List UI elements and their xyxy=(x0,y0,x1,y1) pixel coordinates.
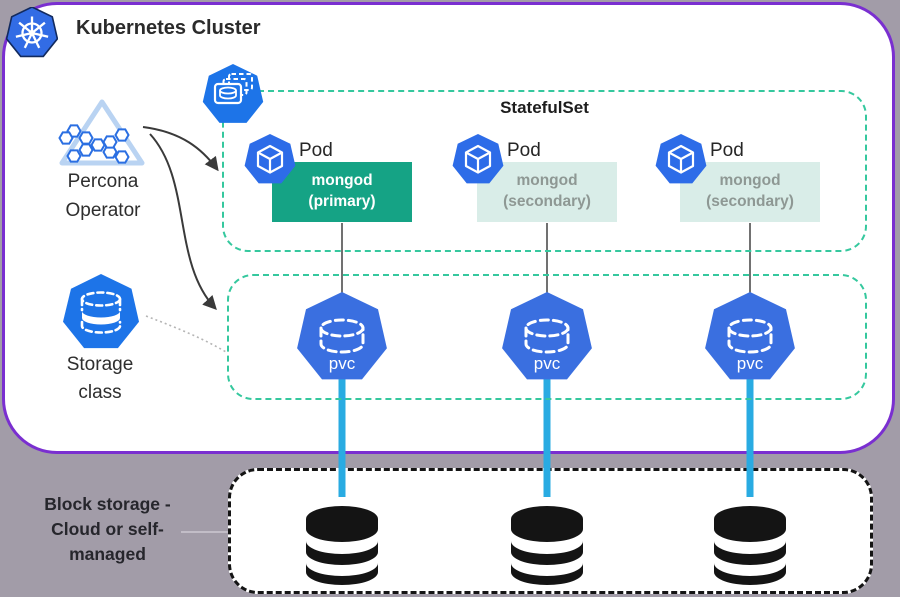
database-icon xyxy=(510,505,584,585)
database-icon xyxy=(305,505,379,585)
mongod-role: (secondary) xyxy=(706,193,794,210)
pod-label: Pod xyxy=(507,140,541,161)
database-icon xyxy=(713,505,787,585)
pvc-icon: pvc xyxy=(704,292,796,384)
svg-text:pvc: pvc xyxy=(534,354,561,373)
mongod-name: mongod xyxy=(311,172,373,190)
percona-operator-icon xyxy=(58,98,146,168)
mongod-name: mongod xyxy=(516,172,578,190)
svg-text:pvc: pvc xyxy=(737,354,764,373)
pod-icon xyxy=(452,134,504,186)
operator-to-pvc-arrow xyxy=(149,133,217,311)
block-storage-label: Block storage - Cloud or self-managed xyxy=(44,494,171,564)
mongod-name: mongod xyxy=(719,172,781,190)
mongod-role: (primary) xyxy=(308,193,376,210)
pod-label: Pod xyxy=(710,140,744,161)
statefulset-icon xyxy=(202,64,264,126)
statefulset-title: StatefulSet xyxy=(500,98,589,117)
operator-to-statefulset-arrow xyxy=(142,126,219,172)
cluster-title: Kubernetes Cluster xyxy=(76,17,261,39)
pvc-icon: pvc xyxy=(296,292,388,384)
percona-operator-label: Percona Operator xyxy=(65,171,141,222)
mongod-secondary-box: mongod (secondary) xyxy=(477,162,617,222)
storage-class-label: Storage class xyxy=(66,354,134,403)
pvc-group-box xyxy=(227,274,867,400)
pod-label: Pod xyxy=(299,140,333,161)
mongod-primary-box: mongod (primary) xyxy=(272,162,412,222)
mongod-secondary-box: mongod (secondary) xyxy=(680,162,820,222)
pvc-icon: pvc xyxy=(501,292,593,384)
storage-class-icon xyxy=(62,274,140,352)
svg-text:pvc: pvc xyxy=(329,354,356,373)
pod-icon xyxy=(655,134,707,186)
storage-class-dotted-link xyxy=(145,315,227,353)
statefulset-box xyxy=(222,90,867,252)
mongod-role: (secondary) xyxy=(503,193,591,210)
pod-icon xyxy=(244,134,296,186)
kubernetes-logo-icon xyxy=(6,7,58,59)
